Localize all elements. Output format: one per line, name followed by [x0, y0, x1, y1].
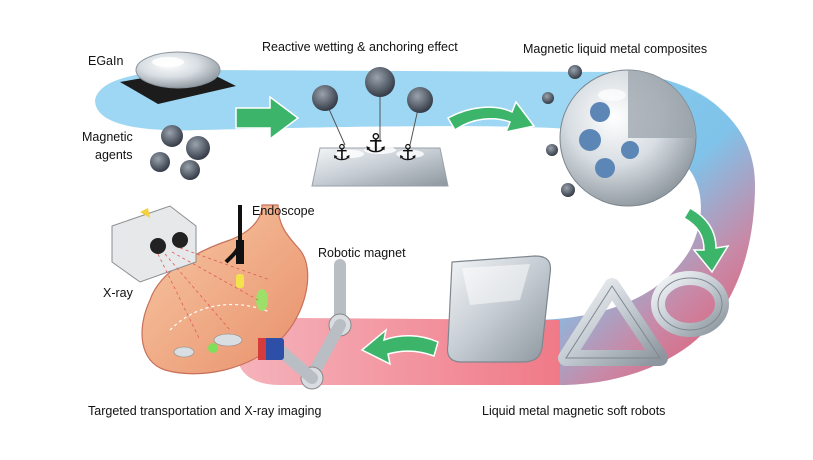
- robotic-arm: [258, 259, 352, 390]
- stomach: [141, 204, 309, 375]
- composite-sphere: [542, 65, 697, 207]
- arrow-step2: [446, 100, 536, 134]
- label-soft-robots: Liquid metal magnetic soft robots: [482, 404, 666, 418]
- label-reactive-wetting: Reactive wetting & anchoring effect: [262, 40, 458, 54]
- svg-text:⚓: ⚓: [332, 141, 352, 166]
- label-composites: Magnetic liquid metal composites: [523, 42, 708, 56]
- arrow-step4: [360, 328, 439, 366]
- label-magnetic-agents-1: Magnetic: [82, 130, 133, 144]
- label-endoscope: Endoscope: [252, 204, 315, 218]
- label-robotic-magnet: Robotic magnet: [318, 246, 406, 260]
- egain-droplet: [135, 51, 221, 89]
- anchoring-platform: ⚓ ⚓ ⚓: [311, 67, 449, 187]
- label-magnetic-agents-2: agents: [95, 148, 133, 162]
- label-xray: X-ray: [103, 286, 133, 300]
- svg-text:⚓: ⚓: [398, 141, 418, 166]
- arrow-step1: [235, 95, 300, 141]
- label-egain: EGaIn: [88, 54, 124, 68]
- magnetic-agents: [150, 125, 210, 180]
- label-targeted: Targeted transportation and X-ray imagin…: [88, 404, 322, 418]
- arrow-step3: [682, 206, 730, 274]
- soft-robots: [446, 255, 729, 366]
- svg-text:⚓: ⚓: [364, 129, 387, 159]
- xray-source: [111, 205, 271, 341]
